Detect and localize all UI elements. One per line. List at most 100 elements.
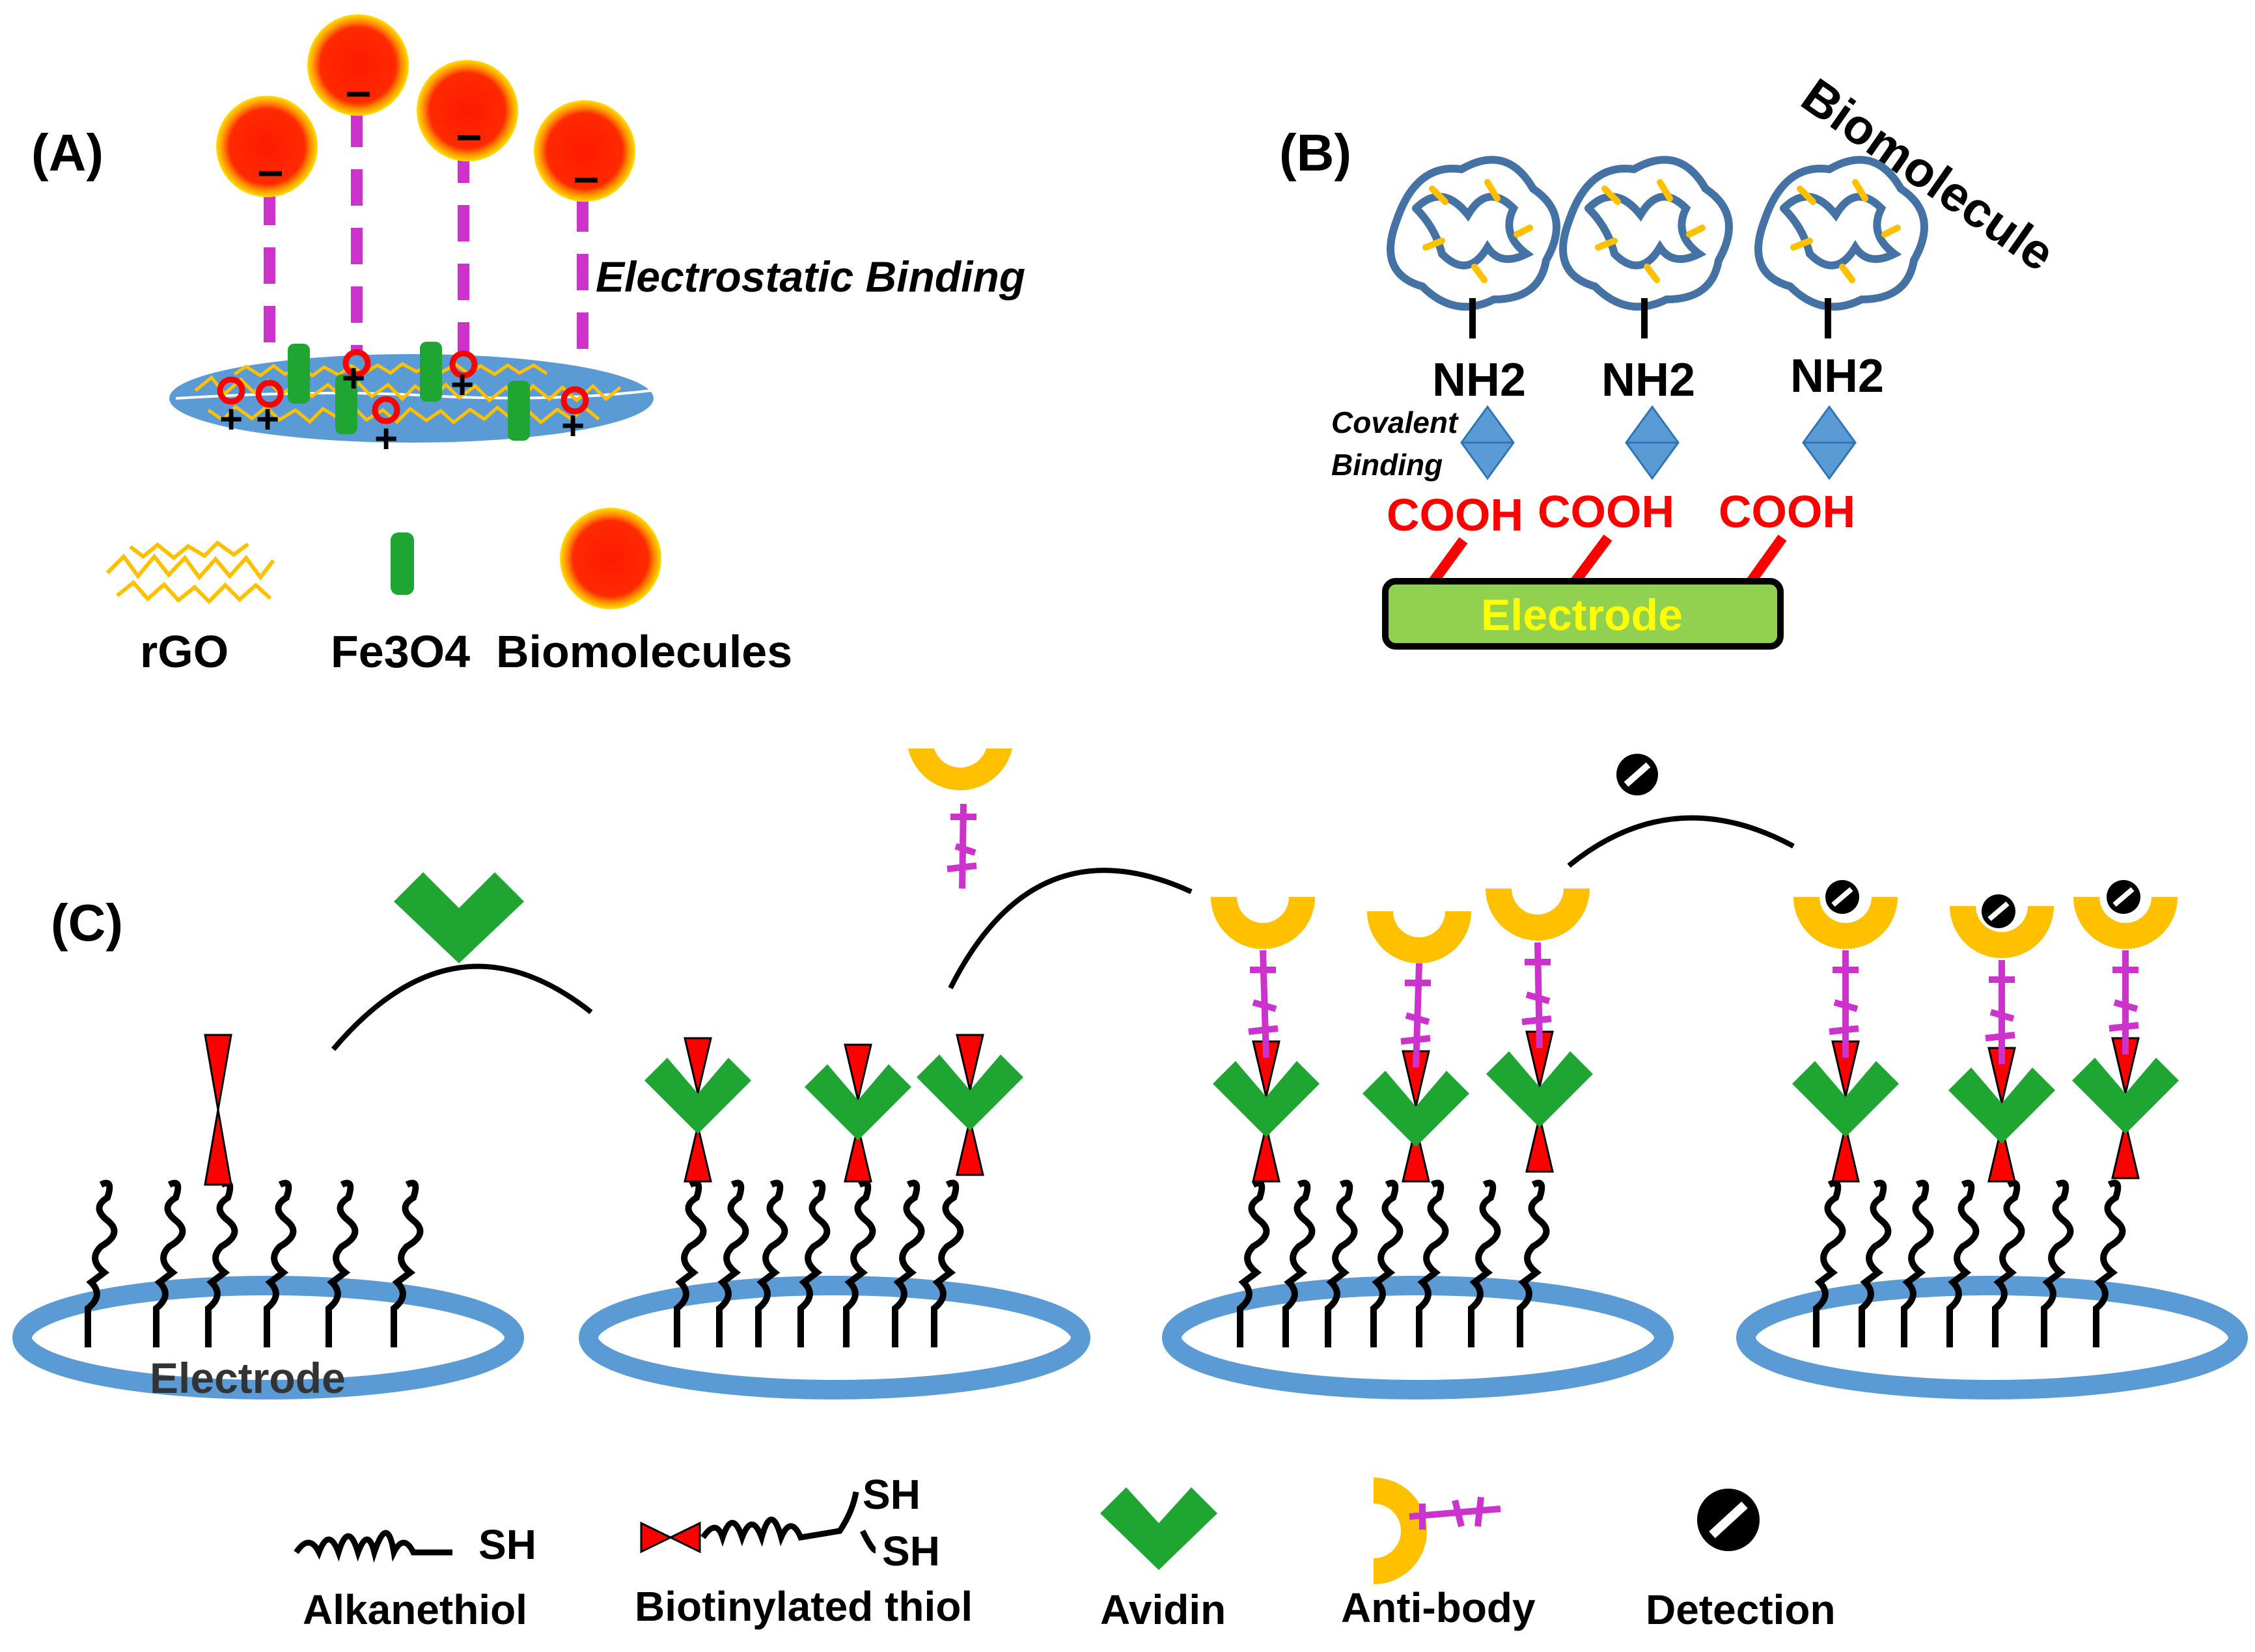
acid-label: COOH	[1719, 486, 1855, 537]
rgo-legend-line	[129, 540, 249, 560]
antibody-stem	[2109, 950, 2139, 1054]
sphere-body	[534, 100, 635, 202]
thiol-chain	[1282, 1179, 1316, 1347]
amine-labels: NH2 NH2 NH2	[1432, 350, 1884, 406]
biotinylated-sh-label-1: SH	[863, 1471, 920, 1518]
avidin-chevron	[1792, 1061, 1899, 1137]
protein-chain	[1412, 193, 1534, 269]
protein-stems	[1469, 298, 1831, 338]
step-arrows	[331, 815, 1795, 1051]
antibody-stems	[1248, 942, 2139, 1068]
antibody-cup	[1793, 897, 1898, 949]
sphere-body	[307, 14, 409, 116]
detection-marker-bar	[1831, 887, 1853, 907]
acid-labels: COOH COOH COOH	[1387, 486, 1855, 540]
fe3o4-particle	[508, 381, 530, 441]
alkanethiol-sh-label: SH	[478, 1521, 536, 1568]
protein-chain	[1584, 193, 1707, 269]
panel-a-label: (A)	[31, 124, 104, 182]
rgo-legend-icon	[105, 540, 275, 605]
thiol-chain	[1992, 1179, 2025, 1347]
c-electrode-3	[1162, 1276, 1674, 1399]
c-electrode-4	[1736, 1276, 2248, 1399]
avidin-legend-label: Avidin	[1100, 1586, 1226, 1633]
step-arc-2	[948, 868, 1193, 989]
detection-bar	[1624, 762, 1651, 787]
antibody-cup	[1367, 911, 1471, 963]
anchor-ring	[560, 386, 589, 415]
thiol-layers	[85, 1179, 2126, 1347]
positive-charges: + + + + + +	[219, 356, 585, 461]
thiol-chain	[325, 1179, 359, 1347]
biotin-bowtie	[684, 1037, 712, 1183]
acid-label: COOH	[1387, 489, 1523, 540]
alkanethiol-legend-label: Alkanethiol	[303, 1586, 527, 1633]
biomolecule-sphere: −	[417, 60, 518, 163]
fe3o4-particle	[420, 342, 442, 402]
avidin-chevron	[1213, 1061, 1320, 1137]
biomolecule-legend-icon	[560, 508, 661, 609]
rgo-legend-label: rGO	[140, 626, 228, 677]
positive-charge: +	[219, 397, 243, 442]
sphere-body	[216, 96, 318, 197]
biomolecule-label: Biomolecule	[1792, 68, 2064, 282]
fe3o4-particle	[288, 344, 310, 404]
negative-charge: −	[345, 68, 372, 119]
step-arc-3	[1567, 815, 1795, 868]
rgo-flake-line	[207, 404, 600, 425]
anchor-ring	[255, 379, 284, 408]
thiol-chain	[1468, 1179, 1501, 1347]
thiol-chain	[153, 1179, 186, 1347]
thiol-chain	[797, 1179, 831, 1347]
antibody-legend-stem	[1409, 1496, 1501, 1530]
thiol-chain	[1416, 1179, 1449, 1347]
alkanethiol-legend-icon	[294, 1530, 452, 1563]
thiol-chain	[391, 1179, 424, 1347]
avidin-reagent	[394, 872, 524, 963]
amine-label: NH2	[1601, 354, 1695, 406]
protein-highlight	[1595, 179, 1706, 283]
panel-c-label: (C)	[51, 894, 123, 952]
positive-charge: +	[450, 363, 474, 407]
covalent-label-line2: Binding	[1331, 448, 1443, 482]
protein-highlight	[1790, 179, 1901, 283]
panel-c-legend: SH SH SH Alkanethiol Biotinylated thiol …	[294, 1471, 1836, 1633]
avidin-chevron	[1486, 1051, 1593, 1127]
protein-blob	[1754, 156, 1928, 311]
acid-linker	[1747, 534, 1787, 585]
biotinylated-legend-label: Biotinylated thiol	[635, 1583, 973, 1630]
thiol-chain	[1946, 1179, 1980, 1347]
antibody-reagent	[908, 749, 1012, 889]
thiol-chain	[1901, 1179, 1934, 1347]
anchor-ring	[449, 350, 478, 379]
antibody-cup	[1486, 888, 1590, 941]
positive-charge: +	[561, 404, 585, 448]
fe3o4-particles	[288, 342, 530, 441]
thiol-chain	[1370, 1179, 1404, 1347]
thiol-chain	[1325, 1179, 1358, 1347]
protein-outline	[1387, 156, 1560, 311]
fe3o4-legend-label: Fe3O4	[331, 626, 470, 677]
biotin-bowtie	[956, 1034, 984, 1176]
thiol-chain	[2041, 1179, 2074, 1347]
panel-a-legend: rGO Fe3O4 Biomolecules	[105, 508, 792, 677]
anchor-rings	[217, 349, 589, 424]
thiol-chain	[674, 1179, 707, 1347]
panel-b-label: (B)	[1279, 124, 1351, 182]
avidin-legend-icon	[1100, 1487, 1217, 1570]
panel-b-electrode	[1382, 578, 1784, 650]
electrostatic-tethers	[264, 111, 588, 400]
acid-linker	[1571, 534, 1612, 585]
protein-outline	[1754, 156, 1928, 311]
detection-marker-bar	[2112, 887, 2135, 907]
antibody-cup	[1211, 897, 1315, 949]
thiol-chain	[264, 1179, 297, 1347]
avidin-chevron	[1363, 1071, 1469, 1147]
avidin-chevron	[805, 1064, 911, 1140]
detection-markers	[1825, 880, 2140, 928]
c-electrode-2	[579, 1276, 1090, 1399]
biomolecules-legend-label: Biomolecules	[496, 626, 792, 677]
biomolecule-sphere: −	[307, 14, 409, 119]
biotinylated-legend-chain	[700, 1491, 877, 1554]
